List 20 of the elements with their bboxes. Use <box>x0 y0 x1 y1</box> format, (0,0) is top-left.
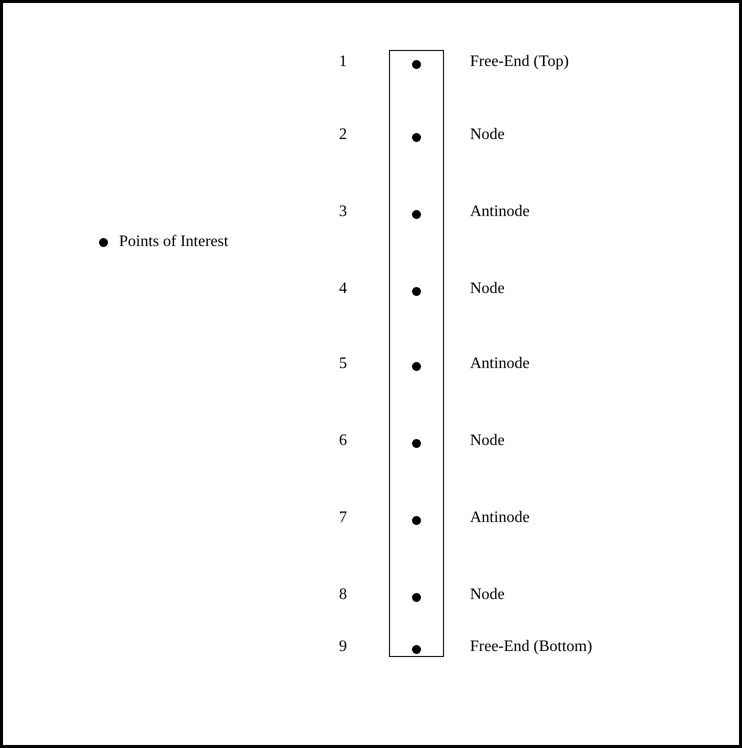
point-label: Node <box>470 125 505 145</box>
point-number: 5 <box>339 354 347 374</box>
point-label: Node <box>470 585 505 605</box>
point-number: 2 <box>339 125 347 145</box>
point-number: 3 <box>339 202 347 222</box>
point-label: Node <box>470 279 505 299</box>
point-label: Antinode <box>470 202 530 222</box>
point-label: Free-End (Top) <box>470 52 569 72</box>
point-number: 9 <box>339 637 347 657</box>
point-number: 1 <box>339 52 347 72</box>
point-label: Antinode <box>470 354 530 374</box>
point-label: Node <box>470 431 505 451</box>
point-number: 7 <box>339 508 347 528</box>
legend-text: Points of Interest <box>119 233 228 251</box>
point-label: Free-End (Bottom) <box>470 637 592 657</box>
point-number: 6 <box>339 431 347 451</box>
point-number: 4 <box>339 279 347 299</box>
beam-bar <box>389 50 444 657</box>
point-number: 8 <box>339 585 347 605</box>
point-label: Antinode <box>470 508 530 528</box>
